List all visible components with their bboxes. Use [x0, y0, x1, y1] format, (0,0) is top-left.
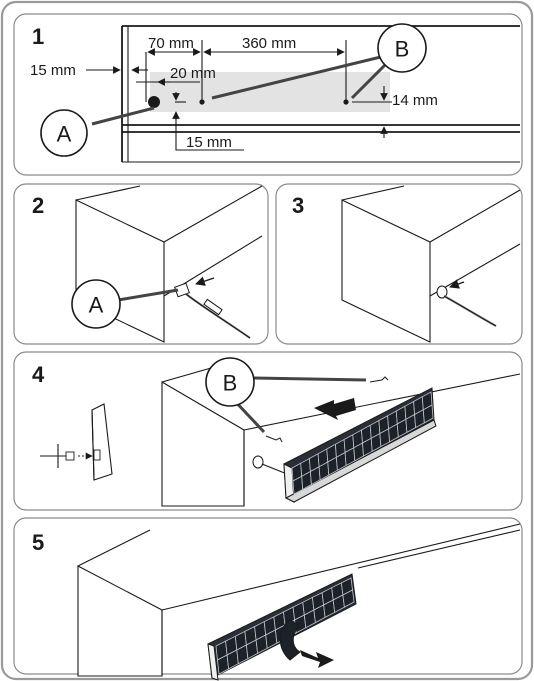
dim-360-label: 360 mm — [242, 35, 296, 52]
cabinet3-side-face — [341, 199, 431, 343]
solar-cell — [422, 404, 434, 424]
solar-panel-5 — [207, 573, 357, 681]
solar-panel-end-5 — [207, 643, 219, 681]
solar-panel-base-4 — [284, 419, 437, 503]
cabinet5-top-back — [77, 529, 151, 567]
hole-b-marker — [343, 99, 349, 105]
bracket-slot — [93, 449, 101, 461]
hole-mid-marker — [199, 99, 205, 105]
insert-arrow-3 — [449, 279, 465, 289]
solar-panel-4 — [283, 387, 437, 503]
cable-plug-2 — [203, 298, 223, 316]
cable-3 — [443, 295, 497, 327]
callout-b4-circle — [205, 357, 255, 407]
dim-15-bottom-leader — [175, 112, 244, 151]
screw-icon-2 — [369, 376, 389, 383]
anchor-3 — [436, 285, 448, 299]
insert-arrow-2 — [195, 276, 215, 286]
anchor-a — [174, 282, 190, 298]
screw-tip-detail — [65, 451, 75, 461]
cabinet-top-front — [163, 185, 263, 243]
cabinet5-shelf — [357, 529, 521, 569]
dim-15-bottom-label: 15 mm — [186, 134, 232, 151]
solar-cell — [342, 589, 355, 608]
step-1-number: 1 — [32, 24, 44, 49]
step-2-number: 2 — [32, 193, 44, 218]
callout-a2-circle — [71, 279, 121, 329]
step-4-number: 4 — [32, 362, 45, 387]
step-5-number: 5 — [32, 530, 44, 555]
callout-b4-leader-2 — [251, 376, 367, 382]
screw-icon-1 — [265, 435, 283, 443]
cable-2 — [185, 293, 251, 339]
callout-a-circle — [40, 109, 88, 157]
hole-a-marker — [148, 96, 160, 108]
cabinet3-top-back — [341, 185, 405, 201]
wall-screw-1 — [252, 455, 264, 469]
cabinet-top-back — [75, 185, 141, 201]
callout-a-letter: A — [57, 122, 72, 147]
dim-15-left-label: 15 mm — [30, 62, 76, 79]
solar-cells-5 — [215, 577, 355, 675]
panel-step-3: 3 — [275, 183, 523, 345]
callout-b-letter: B — [395, 37, 410, 62]
cabinet5-top-front — [161, 523, 521, 611]
callout-b4-letter: B — [223, 371, 238, 396]
callout-b-circle — [377, 23, 427, 73]
panel-step-2: 2 A — [13, 183, 269, 345]
panel-footprint — [150, 72, 390, 112]
mount-direction-arrow — [314, 398, 356, 420]
callout-b-leader-1 — [211, 54, 386, 100]
callout-a2-letter: A — [89, 293, 104, 318]
panel-step-1: 1 70 mm 360 mm 15 mm 20 mm — [13, 13, 523, 176]
panel-4-frame — [13, 351, 523, 511]
callout-b-leader-2 — [350, 60, 390, 100]
dim-20-label: 20 mm — [170, 65, 216, 82]
step-3-number: 3 — [292, 193, 304, 218]
cabinet4-top-front — [243, 373, 521, 431]
dim-70-label: 70 mm — [148, 35, 194, 52]
adhesive-tape-strip — [279, 619, 301, 661]
callout-a-leader — [91, 106, 155, 126]
peel-direction-arrow — [300, 650, 334, 668]
bracket-back — [91, 409, 95, 481]
solar-cells-4 — [291, 391, 434, 495]
dim-14-label: 14 mm — [392, 92, 438, 109]
panel-step-4: 4 B — [13, 351, 523, 511]
callout-a2-leader — [117, 288, 179, 302]
cabinet3-top-front — [429, 189, 521, 243]
panel-step-5: 5 — [13, 517, 523, 681]
